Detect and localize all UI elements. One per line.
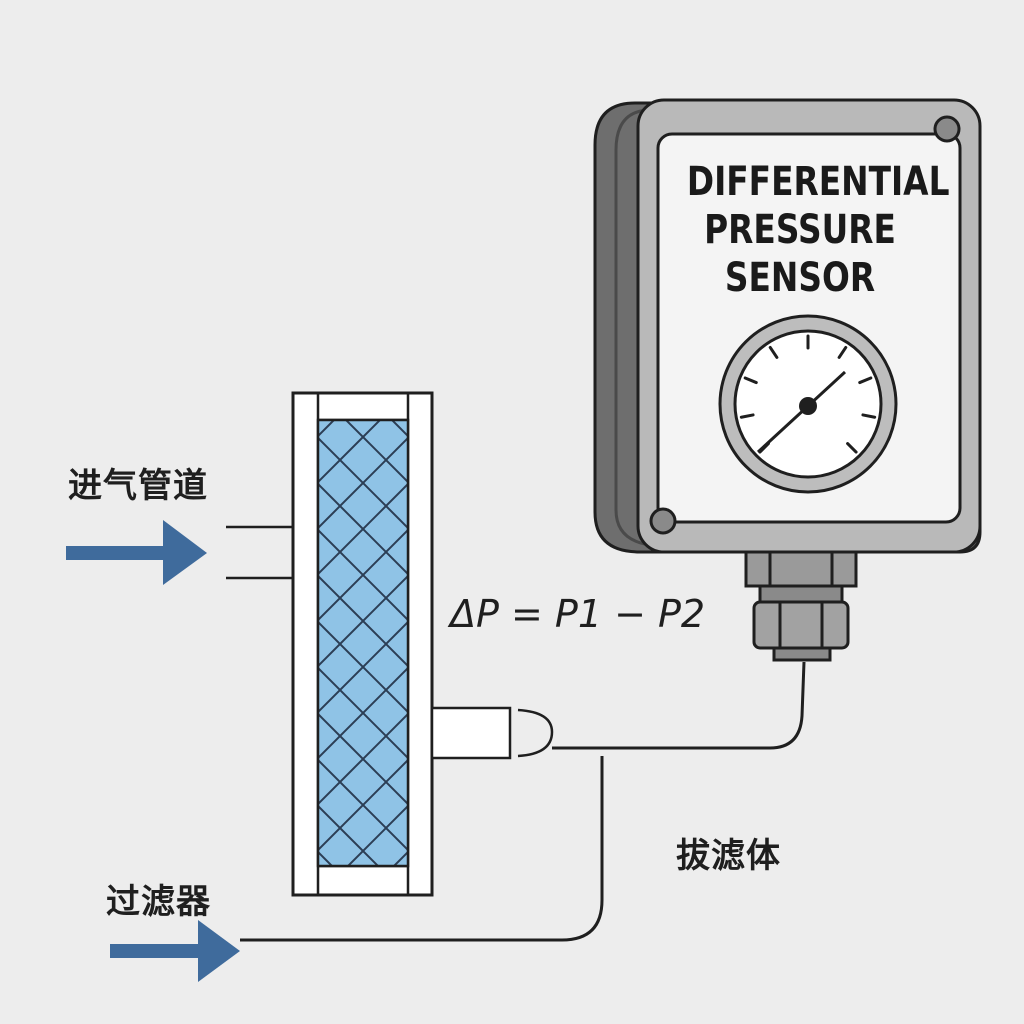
sensor-tubing — [240, 661, 806, 942]
inlet-pipe-label: 进气管道 — [68, 466, 208, 506]
sensor-title-line-3: SENSOR — [724, 255, 876, 301]
filter-body-label: 拔滤体 — [676, 836, 781, 876]
pressure-gauge-icon — [718, 314, 898, 494]
sensor-title-line-2: PRESSURE — [704, 207, 896, 253]
screw — [649, 115, 961, 535]
filter-label: 过滤器 — [106, 882, 211, 922]
pressure-formula: ΔP = P1 − P2 — [450, 592, 706, 636]
arrow-right-icon — [66, 520, 207, 585]
arrow-right-icon — [110, 920, 240, 982]
filter-media — [316, 418, 410, 868]
inlet-pipe — [226, 525, 293, 580]
sensor-fitting — [744, 550, 858, 662]
outlet-port — [430, 706, 554, 760]
sensor-title-line-1: DIFFERENTIAL — [686, 159, 950, 205]
